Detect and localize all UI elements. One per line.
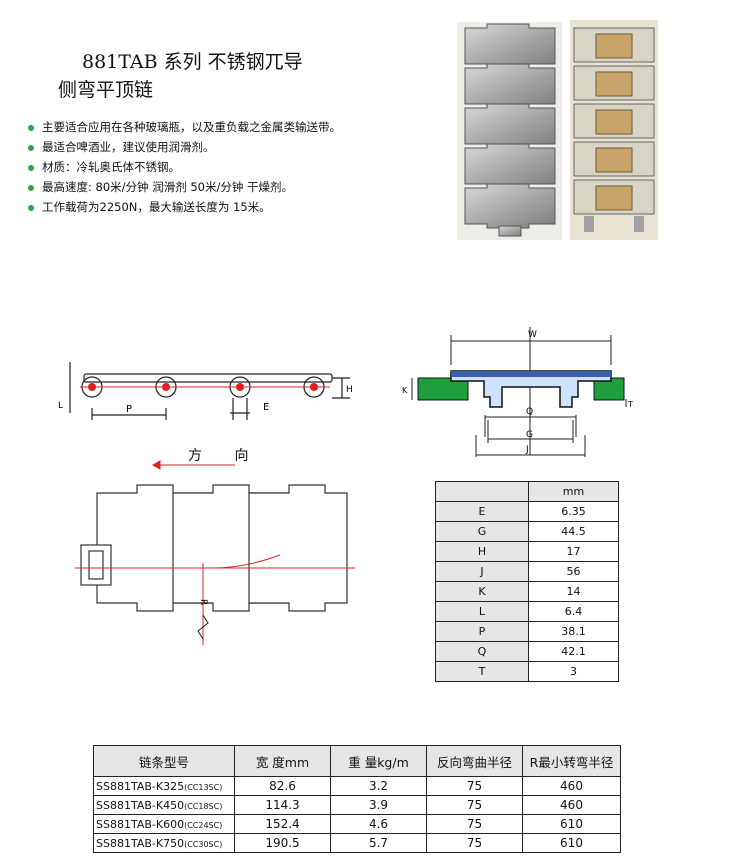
weight-cell: 3.9 — [330, 795, 427, 815]
dim-key: G — [435, 521, 529, 542]
dim-label-g: G — [526, 430, 533, 440]
table-row: SS881TAB-K325(CC13SC) 82.6 3.2 75 460 — [93, 776, 621, 796]
dim-label-j: J — [525, 445, 529, 455]
top-view-drawing: R — [75, 455, 360, 655]
width-cell: 152.4 — [234, 814, 331, 834]
back-radius-cell: 75 — [426, 776, 523, 796]
min-radius-cell: 610 — [522, 814, 621, 834]
side-view-drawing: L P E H — [50, 358, 370, 430]
dim-key: E — [435, 501, 529, 522]
model-table: 链条型号 宽 度mm 重 量kg/m 反向弯曲半径 R最小转弯半径 SS881T… — [93, 745, 621, 853]
chain-top-photo — [457, 22, 562, 240]
table-header-cell: mm — [528, 481, 619, 502]
dim-value: 44.5 — [528, 521, 619, 542]
bullet-icon — [28, 165, 34, 171]
dim-value: 56 — [528, 561, 619, 582]
table-header-cell: 链条型号 — [93, 745, 235, 777]
model-cell: SS881TAB-K600(CC24SC) — [93, 814, 235, 834]
table-row: SS881TAB-K750(CC30SC) 190.5 5.7 75 610 — [93, 833, 621, 853]
dim-label-e: E — [263, 402, 269, 413]
dim-value: 14 — [528, 581, 619, 602]
dim-label-k: K — [402, 386, 408, 395]
weight-cell: 3.2 — [330, 776, 427, 796]
dim-value: 17 — [528, 541, 619, 562]
bullet-icon — [28, 185, 34, 191]
radius-label: R — [198, 599, 208, 605]
dim-label-h: H — [346, 385, 353, 395]
chain-bottom-photo — [570, 20, 658, 240]
dim-label-l: L — [58, 401, 63, 411]
table-header-row: mm — [435, 481, 619, 502]
width-cell: 114.3 — [234, 795, 331, 815]
model-cell: SS881TAB-K450(CC18SC) — [93, 795, 235, 815]
dim-key: P — [435, 621, 529, 642]
model-cell: SS881TAB-K325(CC13SC) — [93, 776, 235, 796]
bullet-icon — [28, 145, 34, 151]
dim-label-q: Q — [526, 407, 533, 417]
table-header-cell — [435, 481, 529, 502]
dim-value: 38.1 — [528, 621, 619, 642]
model-cell: SS881TAB-K750(CC30SC) — [93, 833, 235, 853]
dim-key: H — [435, 541, 529, 562]
bullet-icon — [28, 205, 34, 211]
table-header-cell: 宽 度mm — [234, 745, 331, 777]
table-header-cell: R最小转弯半径 — [522, 745, 621, 777]
direction-label: 方 向 — [188, 448, 263, 464]
dim-key: Q — [435, 641, 529, 662]
width-cell: 82.6 — [234, 776, 331, 796]
dim-label-t: T — [627, 400, 633, 409]
feature-item: 最适合啤酒业，建议使用润滑剂。 — [28, 140, 402, 155]
back-radius-cell: 75 — [426, 795, 523, 815]
dim-value: 42.1 — [528, 641, 619, 662]
feature-item: 材质：冷轧奥氏体不锈钢。 — [28, 160, 402, 175]
bullet-icon — [28, 125, 34, 131]
table-row: SS881TAB-K450(CC18SC) 114.3 3.9 75 460 — [93, 795, 621, 815]
dim-key: T — [435, 661, 529, 682]
feature-item: 最高速度: 80米/分钟 润滑剂 50米/分钟 干燥剂。 — [28, 180, 402, 195]
dim-key: J — [435, 561, 529, 582]
dim-value: 6.4 — [528, 601, 619, 622]
feature-item: 主要适合应用在各种玻璃瓶，以及重负载之金属类输送带。 — [28, 120, 402, 135]
back-radius-cell: 75 — [426, 814, 523, 834]
weight-cell: 5.7 — [330, 833, 427, 853]
weight-cell: 4.6 — [330, 814, 427, 834]
table-header-row: 链条型号 宽 度mm 重 量kg/m 反向弯曲半径 R最小转弯半径 — [93, 745, 621, 777]
table-header-cell: 反向弯曲半径 — [426, 745, 523, 777]
feature-list: 主要适合应用在各种玻璃瓶，以及重负载之金属类输送带。 最适合啤酒业，建议使用润滑… — [28, 120, 402, 220]
min-radius-cell: 460 — [522, 795, 621, 815]
table-header-cell: 重 量kg/m — [330, 745, 427, 777]
page-title: 881TAB 系列 不锈钢兀导 侧弯平顶链 — [58, 48, 303, 104]
min-radius-cell: 460 — [522, 776, 621, 796]
title-line-1: 881TAB 系列 不锈钢兀导 — [82, 51, 303, 73]
table-row: SS881TAB-K600(CC24SC) 152.4 4.6 75 610 — [93, 814, 621, 834]
min-radius-cell: 610 — [522, 833, 621, 853]
dim-key: K — [435, 581, 529, 602]
title-line-2: 侧弯平顶链 — [58, 79, 154, 101]
feature-item: 工作载荷为2250N，最大输送长度为 15米。 — [28, 200, 402, 215]
dim-value: 6.35 — [528, 501, 619, 522]
dim-key: L — [435, 601, 529, 622]
width-cell: 190.5 — [234, 833, 331, 853]
cross-section-drawing: W K T Q G J — [400, 325, 635, 460]
back-radius-cell: 75 — [426, 833, 523, 853]
dim-value: 3 — [528, 661, 619, 682]
dim-label-p: P — [126, 404, 132, 415]
dim-label-w: W — [528, 330, 537, 340]
